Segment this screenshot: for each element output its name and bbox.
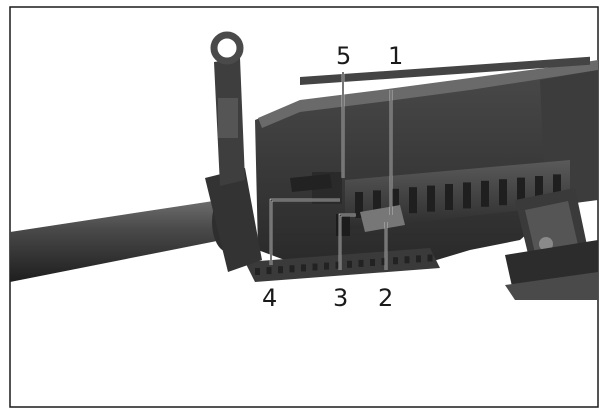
rail-tooth (358, 259, 364, 267)
rail-slot (373, 190, 381, 217)
side-rail-slots (355, 174, 561, 218)
cutout-window (290, 174, 332, 192)
callout-2: 2 (378, 284, 393, 312)
front-sight-base (205, 168, 262, 272)
rail-tooth (393, 257, 398, 265)
lever-component (360, 205, 405, 232)
rail-tooth (266, 267, 272, 275)
callout-1: 1 (388, 42, 403, 70)
rail-slot (499, 179, 507, 206)
rail-slot (481, 180, 489, 207)
rail-slot (427, 185, 435, 212)
front-sight-plate (218, 98, 238, 138)
rail-tooth (381, 258, 387, 266)
bottom-rail (245, 248, 440, 282)
callout-4: 4 (262, 284, 277, 312)
rail-tooth (335, 261, 341, 269)
bottom-rail-teeth (255, 254, 433, 275)
rail-tooth (301, 264, 306, 272)
receiver-body (255, 62, 598, 262)
rail-slot (445, 184, 453, 210)
top-picatinny-rail (300, 56, 590, 86)
rail-slot (409, 187, 417, 214)
rail-tooth (324, 262, 329, 270)
rail-tooth (278, 266, 283, 274)
sling-mount-bolt (539, 237, 553, 251)
rail-tooth (312, 263, 318, 271)
rifle-illustration (10, 31, 598, 300)
release-button (336, 214, 350, 236)
rail-tooth (289, 265, 295, 273)
front-sight-ring (210, 31, 244, 65)
rail-tooth (347, 260, 352, 268)
rail-slot (553, 174, 561, 201)
rail-tooth (370, 259, 375, 266)
rail-slot (517, 177, 525, 204)
rail-slot (535, 176, 543, 202)
rail-slot (391, 188, 399, 215)
rail-slot (463, 182, 471, 209)
rail-tooth (427, 254, 433, 262)
magazine-lower-edge (505, 272, 598, 300)
callout-3: 3 (333, 284, 348, 312)
rail-tooth (416, 255, 421, 263)
sling-mount-window (525, 201, 578, 253)
rail-tooth (255, 268, 260, 275)
receiver-top-edge (258, 60, 598, 128)
barrel (10, 200, 232, 282)
rail-tooth (404, 256, 410, 264)
callout-5: 5 (336, 42, 351, 70)
rail-slot (355, 192, 363, 218)
